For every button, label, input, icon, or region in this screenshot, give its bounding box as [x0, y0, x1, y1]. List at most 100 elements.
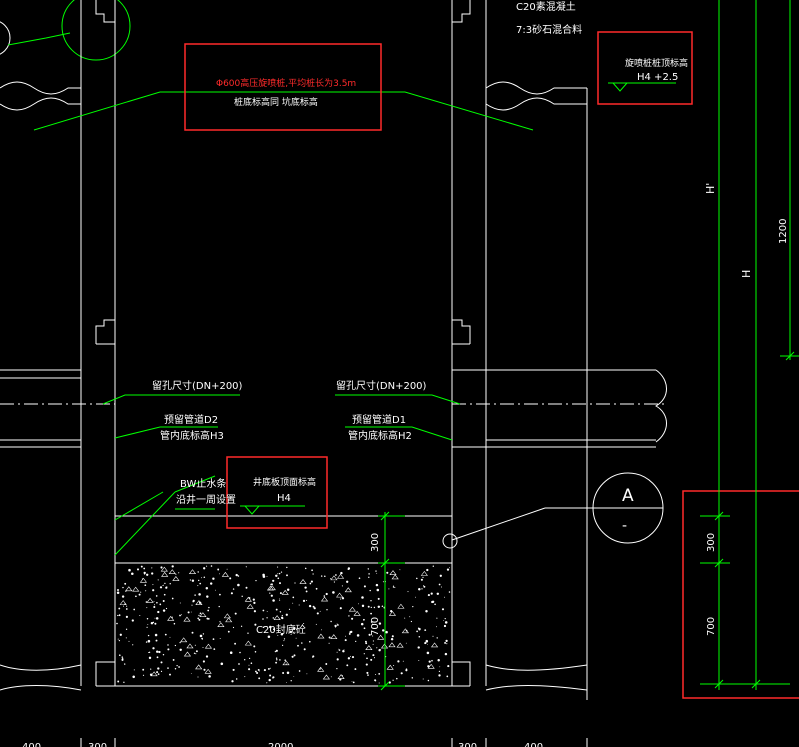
hatch-dot — [169, 673, 171, 676]
hatch-dot — [390, 637, 394, 641]
hatch-dot — [245, 566, 247, 568]
hatch-dot — [142, 674, 145, 676]
hatch-dot — [286, 566, 288, 569]
hatch-dot — [248, 657, 251, 660]
hatch-aggregate — [273, 615, 281, 620]
hatch-dot — [152, 647, 155, 650]
hatch-dot — [160, 670, 163, 673]
hatch-dot — [430, 592, 433, 595]
hatch-dot — [277, 577, 280, 580]
hatch-aggregate — [388, 610, 397, 616]
hatch-dot — [341, 597, 345, 600]
hatch-dot — [372, 654, 375, 657]
hatch-dot — [145, 590, 147, 592]
hatch-dot — [399, 569, 401, 571]
hatch-dot — [201, 577, 203, 579]
hatch-dot — [345, 635, 347, 637]
hatch-dot — [346, 664, 349, 667]
hatch-dot — [320, 575, 323, 577]
hatch-dot — [280, 632, 284, 636]
hatch-aggregate — [246, 603, 254, 609]
hatch-dot — [292, 602, 294, 604]
hatch-dot — [132, 675, 135, 679]
hatch-dot — [438, 674, 441, 677]
hatch-dot — [377, 597, 380, 600]
hatch-dot — [156, 601, 158, 604]
hatch-dot — [323, 595, 326, 597]
hatch-dot — [365, 640, 367, 643]
hatch-dot — [197, 676, 199, 678]
hatch-dot — [405, 642, 407, 644]
hatch-dot — [118, 654, 121, 657]
hatch-dot — [392, 679, 394, 681]
hatch-dot — [393, 664, 395, 667]
hatch-dot — [138, 593, 141, 596]
hatch-dot — [330, 676, 332, 678]
hatch-dot — [295, 637, 297, 639]
hatch-dot — [262, 618, 264, 620]
hatch-dot — [230, 592, 233, 595]
hatch-dot — [178, 666, 180, 668]
hatch-aggregate — [317, 666, 325, 672]
hatch-aggregate — [161, 571, 169, 577]
hatch-dot — [172, 658, 175, 661]
hatch-dot — [347, 568, 350, 571]
hatch-dot — [159, 603, 162, 606]
hatch-dot — [378, 649, 381, 652]
label-base-concrete: C20封底砼 — [256, 623, 306, 636]
hatch-dot — [165, 607, 168, 610]
hatch-dot — [162, 584, 164, 586]
hatch-dot — [118, 639, 121, 642]
hatch-dot — [402, 660, 404, 662]
hatch-dot — [418, 660, 420, 661]
hatch-dot — [192, 600, 194, 603]
hatch-dot — [202, 660, 205, 663]
dim-text-300-left: 300 — [370, 533, 381, 552]
label-pipe-right-elev: 管内底标高H2 — [348, 429, 412, 442]
hatch-dot — [206, 565, 208, 567]
hatch-dot — [122, 586, 124, 589]
hatch-dot — [131, 572, 134, 575]
hatch-dot — [124, 663, 126, 665]
hatch-dot — [339, 607, 342, 610]
hatch-dot — [343, 649, 345, 650]
hatch-dot — [370, 612, 372, 615]
label-hole-left: 留孔尺寸(DN+200) — [152, 379, 243, 392]
hatch-dot — [125, 637, 127, 639]
hatch-dot — [128, 568, 131, 572]
hatch-dot — [219, 621, 221, 623]
hatch-dot — [422, 678, 424, 680]
hatch-dot — [437, 658, 440, 662]
hatch-dot — [361, 596, 364, 599]
hatch-aggregate — [125, 586, 133, 592]
hatch-dot — [422, 576, 424, 578]
hatch-dot — [396, 677, 398, 680]
hatch-dot — [116, 591, 120, 595]
hatch-dot — [148, 651, 151, 653]
hatch-dot — [286, 588, 290, 591]
label-pile-top-value: H4 +2.5 — [637, 72, 678, 83]
bottom-dim-3: 2000 — [268, 742, 293, 747]
hatch-dot — [432, 635, 434, 637]
hatch-dot — [376, 647, 378, 649]
hatch-dot — [171, 565, 174, 568]
hatch-aggregate — [199, 612, 207, 618]
hatch-aggregate — [348, 606, 357, 612]
hatch-dot — [288, 608, 291, 610]
hatch-dot — [333, 581, 335, 583]
hatch-dot — [268, 678, 271, 682]
label-pile-top-elev: 旋喷桩桩顶标高 — [625, 57, 688, 69]
hatch-dot — [427, 644, 428, 645]
hatch-dot — [293, 676, 295, 677]
dim-bottom — [80, 738, 588, 747]
hatch-dot — [219, 573, 221, 575]
detail-circle-left — [0, 21, 11, 55]
hatch-dot — [250, 662, 253, 664]
hatch-dot — [434, 603, 436, 606]
hatch-dot — [342, 649, 345, 653]
hatch-dot — [156, 671, 159, 674]
hatch-dot — [291, 655, 294, 658]
well-bottom-elev-symbol — [240, 505, 305, 515]
hatch-aggregate — [377, 634, 385, 640]
hatch-dot — [348, 632, 351, 635]
